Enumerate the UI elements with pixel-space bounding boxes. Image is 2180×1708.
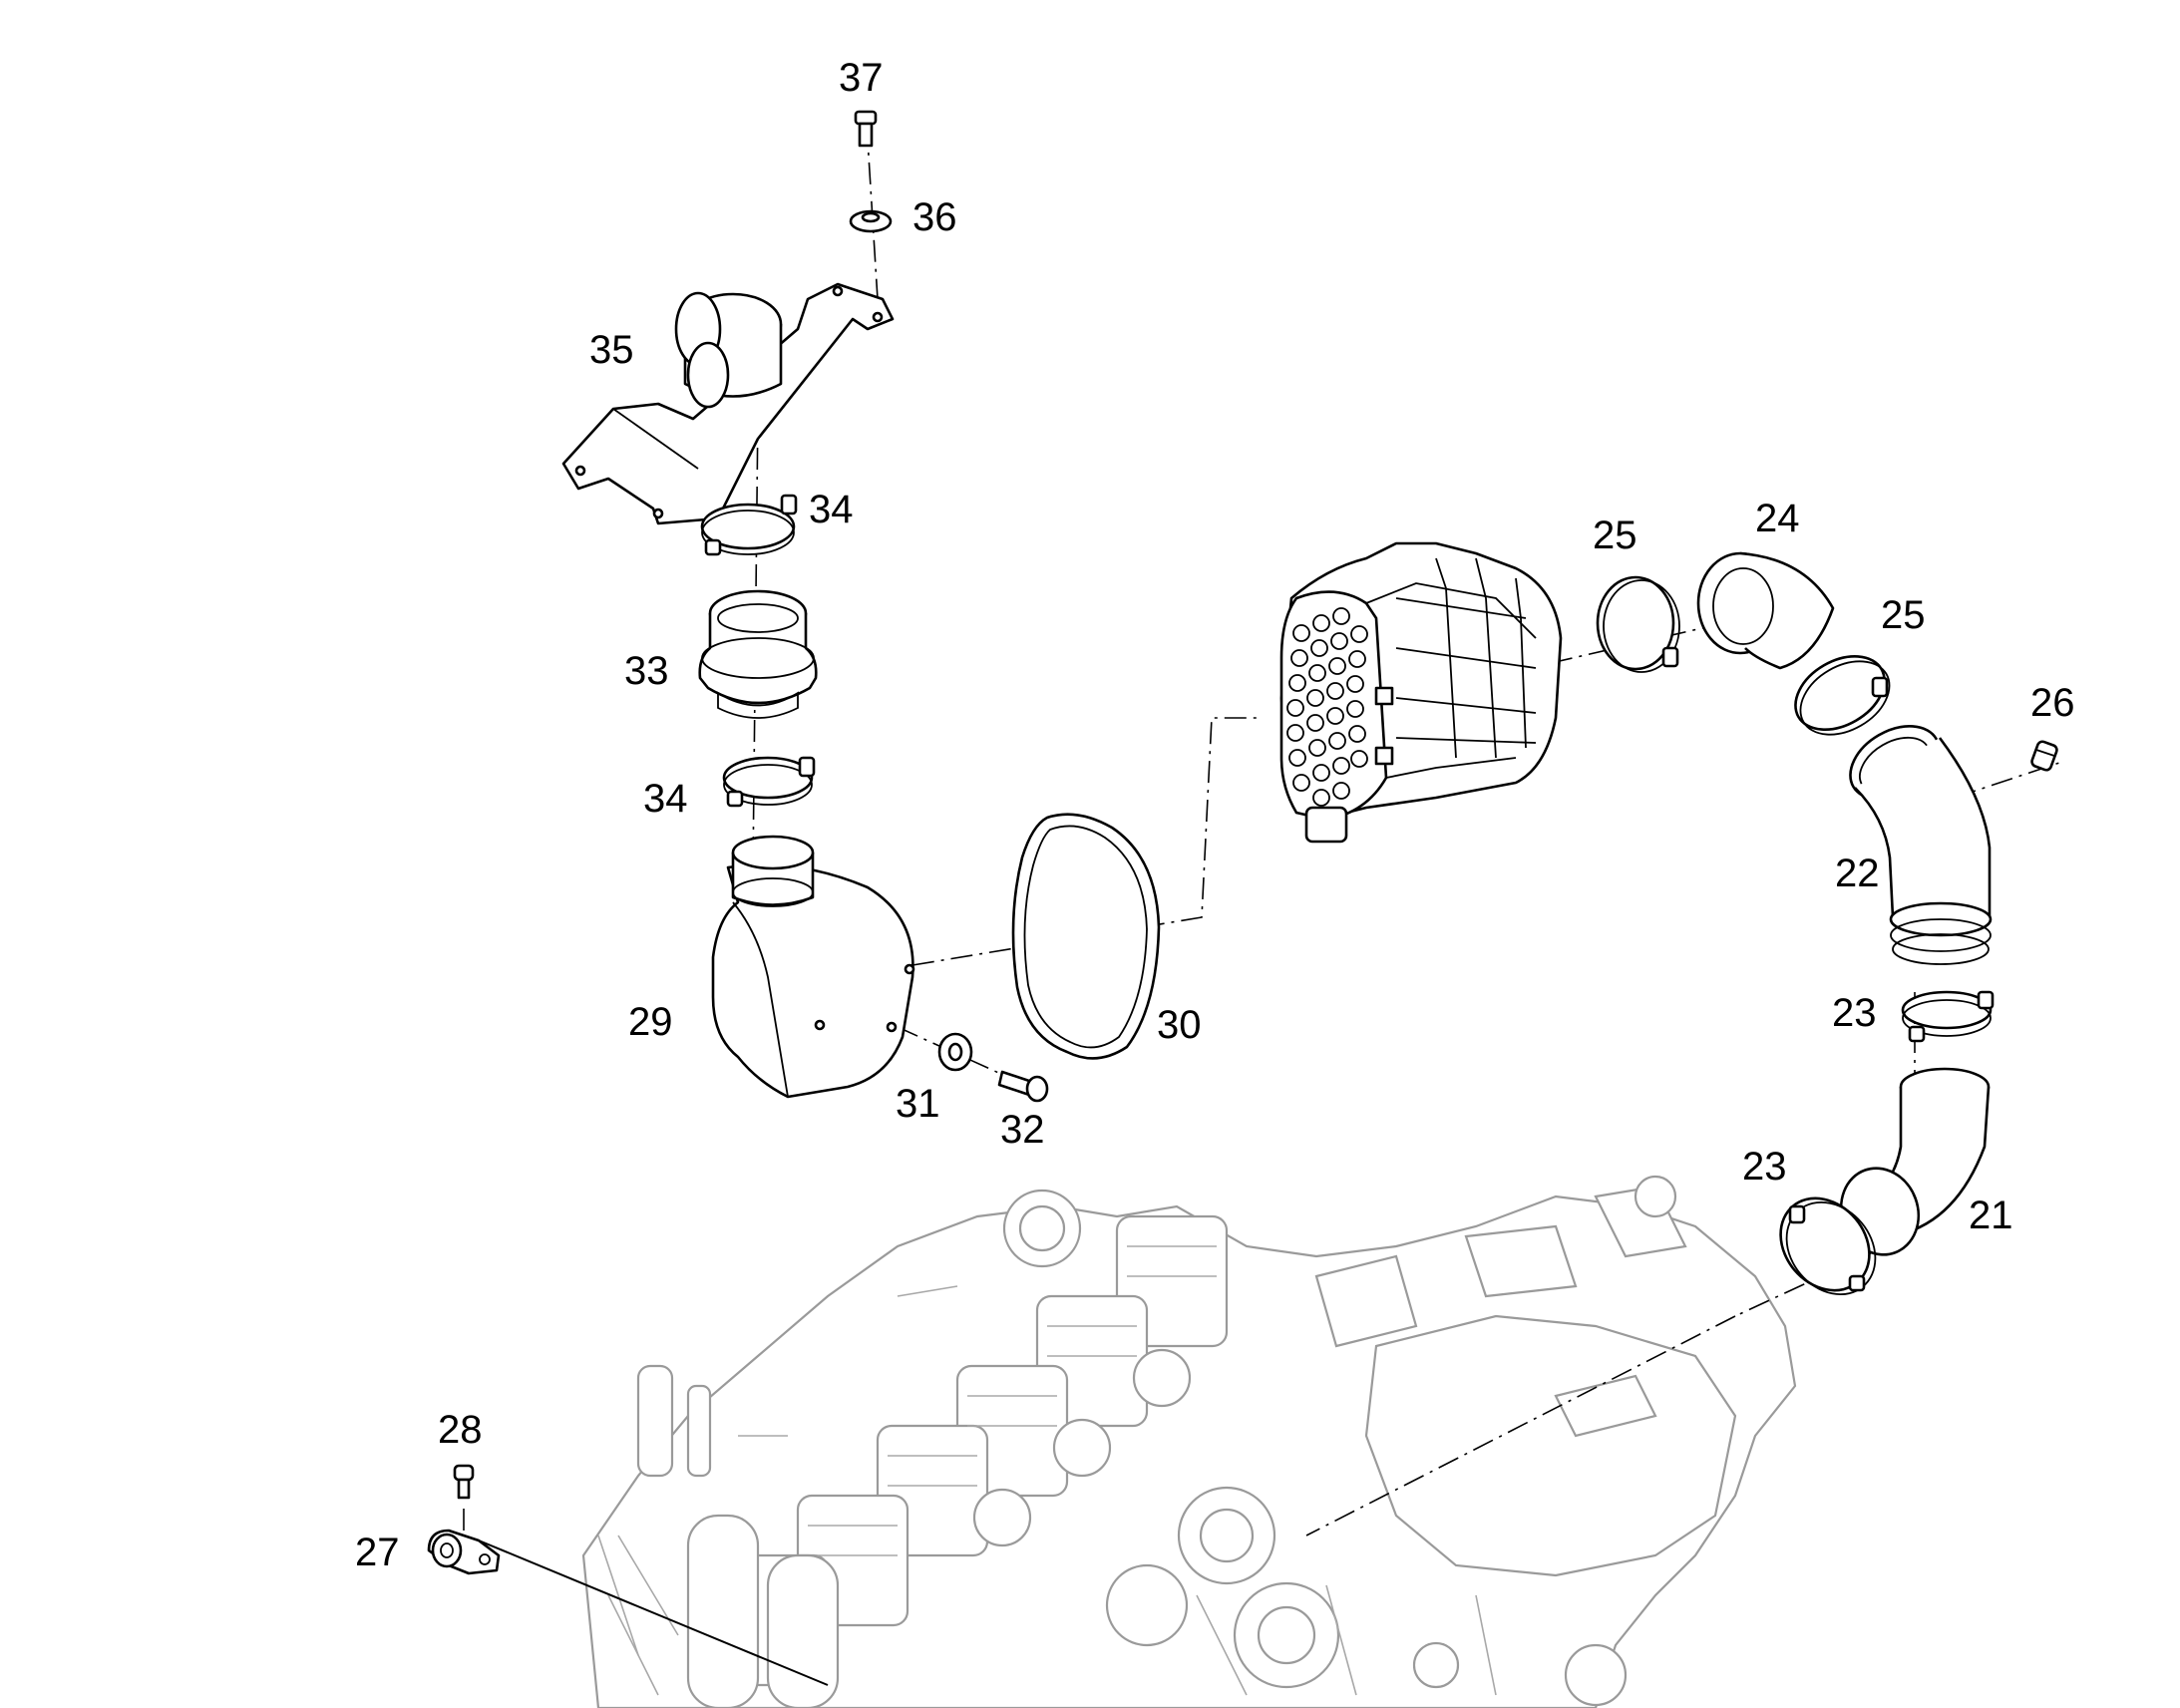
- callout-26: 26: [2030, 681, 2075, 725]
- callout-28: 28: [438, 1408, 483, 1452]
- part-37-bolt: [854, 110, 878, 148]
- callout-27: 27: [355, 1531, 400, 1574]
- part-36-bushing: [849, 209, 893, 233]
- callout-29: 29: [628, 1000, 673, 1044]
- part-air-filter-housing: [1279, 541, 1563, 844]
- callout-32: 32: [1000, 1108, 1045, 1152]
- part-29-housing: [711, 835, 915, 1099]
- part-25-clamp-left: [1596, 575, 1680, 673]
- part-30-gasket: [1011, 813, 1161, 1060]
- callout-24: 24: [1755, 497, 1800, 540]
- callout-labels: 37 36 35 34 33 34 29 31 32 30 25 24 25 2…: [355, 56, 2075, 1574]
- part-32-bolt: [997, 1070, 1049, 1103]
- part-34-clamp-lower: [722, 756, 816, 808]
- part-35-precleaner-bracket: [561, 282, 895, 525]
- callout-23-upper: 23: [1832, 991, 1877, 1035]
- callout-31: 31: [896, 1082, 940, 1126]
- callout-21: 21: [1969, 1194, 2013, 1237]
- callout-25-right: 25: [1881, 593, 1926, 637]
- part-31-washer: [937, 1032, 973, 1072]
- part-33-connector: [698, 589, 818, 719]
- part-25-clamp-right: [1794, 655, 1891, 736]
- part-24-elbow: [1696, 551, 1835, 670]
- part-26-fitting: [2030, 740, 2058, 772]
- callout-34-upper: 34: [809, 488, 854, 531]
- callout-37: 37: [839, 56, 884, 100]
- part-22-elbow-hose: [1849, 725, 1993, 965]
- part-23-clamp-lower: [1779, 1196, 1877, 1296]
- callout-30: 30: [1157, 1003, 1202, 1047]
- filter-honeycomb: [1286, 607, 1368, 807]
- callout-36: 36: [912, 195, 957, 239]
- callout-33: 33: [624, 649, 669, 693]
- part-28-bolt: [453, 1464, 475, 1500]
- engine-assembly: [581, 1175, 1797, 1708]
- part-27-clip: [427, 1529, 501, 1575]
- callout-25-left: 25: [1593, 513, 1637, 557]
- callout-23-lower: 23: [1742, 1145, 1787, 1189]
- callout-35: 35: [589, 328, 634, 372]
- callout-22: 22: [1835, 852, 1880, 895]
- part-23-clamp-upper: [1901, 990, 1995, 1043]
- part-34-clamp-upper: [700, 494, 798, 556]
- callout-34-lower: 34: [643, 777, 688, 821]
